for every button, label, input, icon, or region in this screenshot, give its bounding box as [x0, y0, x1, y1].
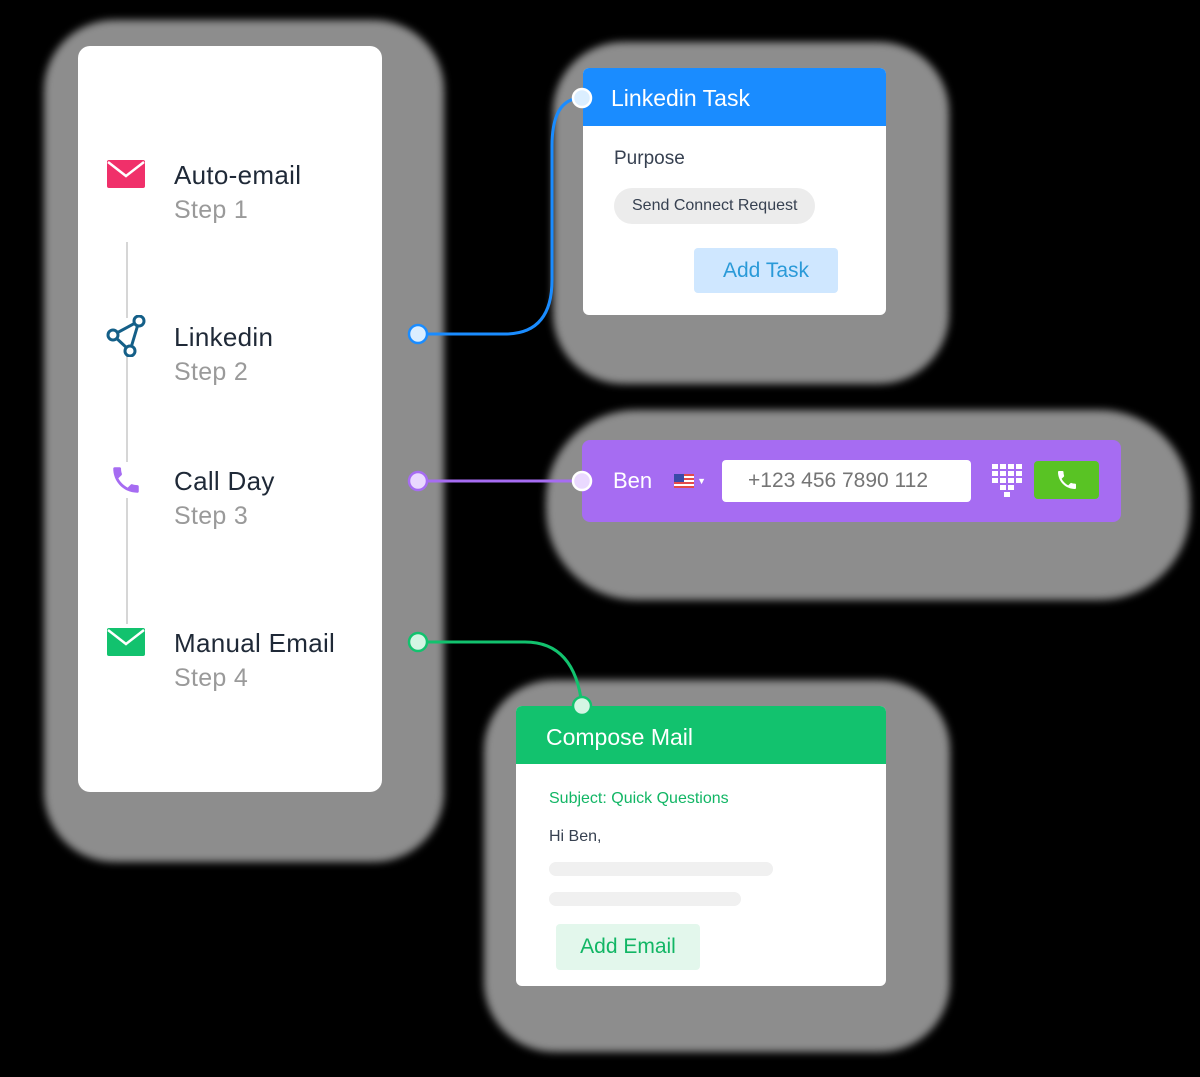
envelope-icon: [104, 624, 148, 660]
steps-timeline: [126, 242, 128, 654]
call-bar: Ben ▼: [582, 440, 1121, 522]
add-task-button[interactable]: Add Task: [694, 248, 838, 293]
call-button[interactable]: [1034, 461, 1099, 499]
us-flag-icon[interactable]: ▼: [674, 474, 706, 488]
step-manual-email[interactable]: Manual Email Step 4: [104, 618, 374, 698]
step-number: Step 1: [174, 196, 249, 224]
step-auto-email[interactable]: Auto-email Step 1: [104, 150, 374, 230]
phone-icon: [104, 462, 148, 498]
step-title: Linkedin: [174, 322, 274, 352]
step-number: Step 4: [174, 664, 249, 692]
share-nodes-icon: [104, 315, 148, 357]
compose-mail-card: Compose Mail Subject: Quick Questions Hi…: [516, 706, 886, 986]
phone-icon: [1057, 471, 1076, 489]
flag-image: [674, 474, 695, 488]
linkedin-task-card: Linkedin Task Purpose Send Connect Reque…: [583, 68, 886, 315]
email-subject[interactable]: Subject: Quick Questions: [549, 790, 729, 807]
step-number: Step 3: [174, 502, 249, 530]
phone-number-input[interactable]: [722, 460, 971, 502]
chevron-down-icon: ▼: [697, 476, 706, 486]
step-linkedin[interactable]: Linkedin Step 2: [104, 312, 374, 392]
email-body-placeholder-line: [549, 862, 773, 876]
email-body-placeholder-line: [549, 892, 741, 906]
step-title: Auto-email: [174, 160, 302, 190]
linkedin-task-title: Linkedin Task: [583, 68, 886, 126]
purpose-label: Purpose: [614, 148, 685, 169]
step-title: Manual Email: [174, 628, 336, 658]
step-number: Step 2: [174, 358, 249, 386]
dialpad-icon[interactable]: [992, 464, 1022, 498]
step-call-day[interactable]: Call Day Step 3: [104, 456, 374, 536]
sequence-steps-card: Auto-email Step 1 Linkedin Step 2 Call D…: [78, 46, 382, 792]
compose-mail-title: Compose Mail: [516, 706, 886, 764]
add-email-button[interactable]: Add Email: [556, 924, 700, 970]
step-title: Call Day: [174, 466, 275, 496]
contact-name: Ben: [613, 468, 653, 493]
email-greeting[interactable]: Hi Ben,: [549, 828, 602, 845]
purpose-chip[interactable]: Send Connect Request: [614, 188, 816, 224]
envelope-icon: [104, 156, 148, 192]
